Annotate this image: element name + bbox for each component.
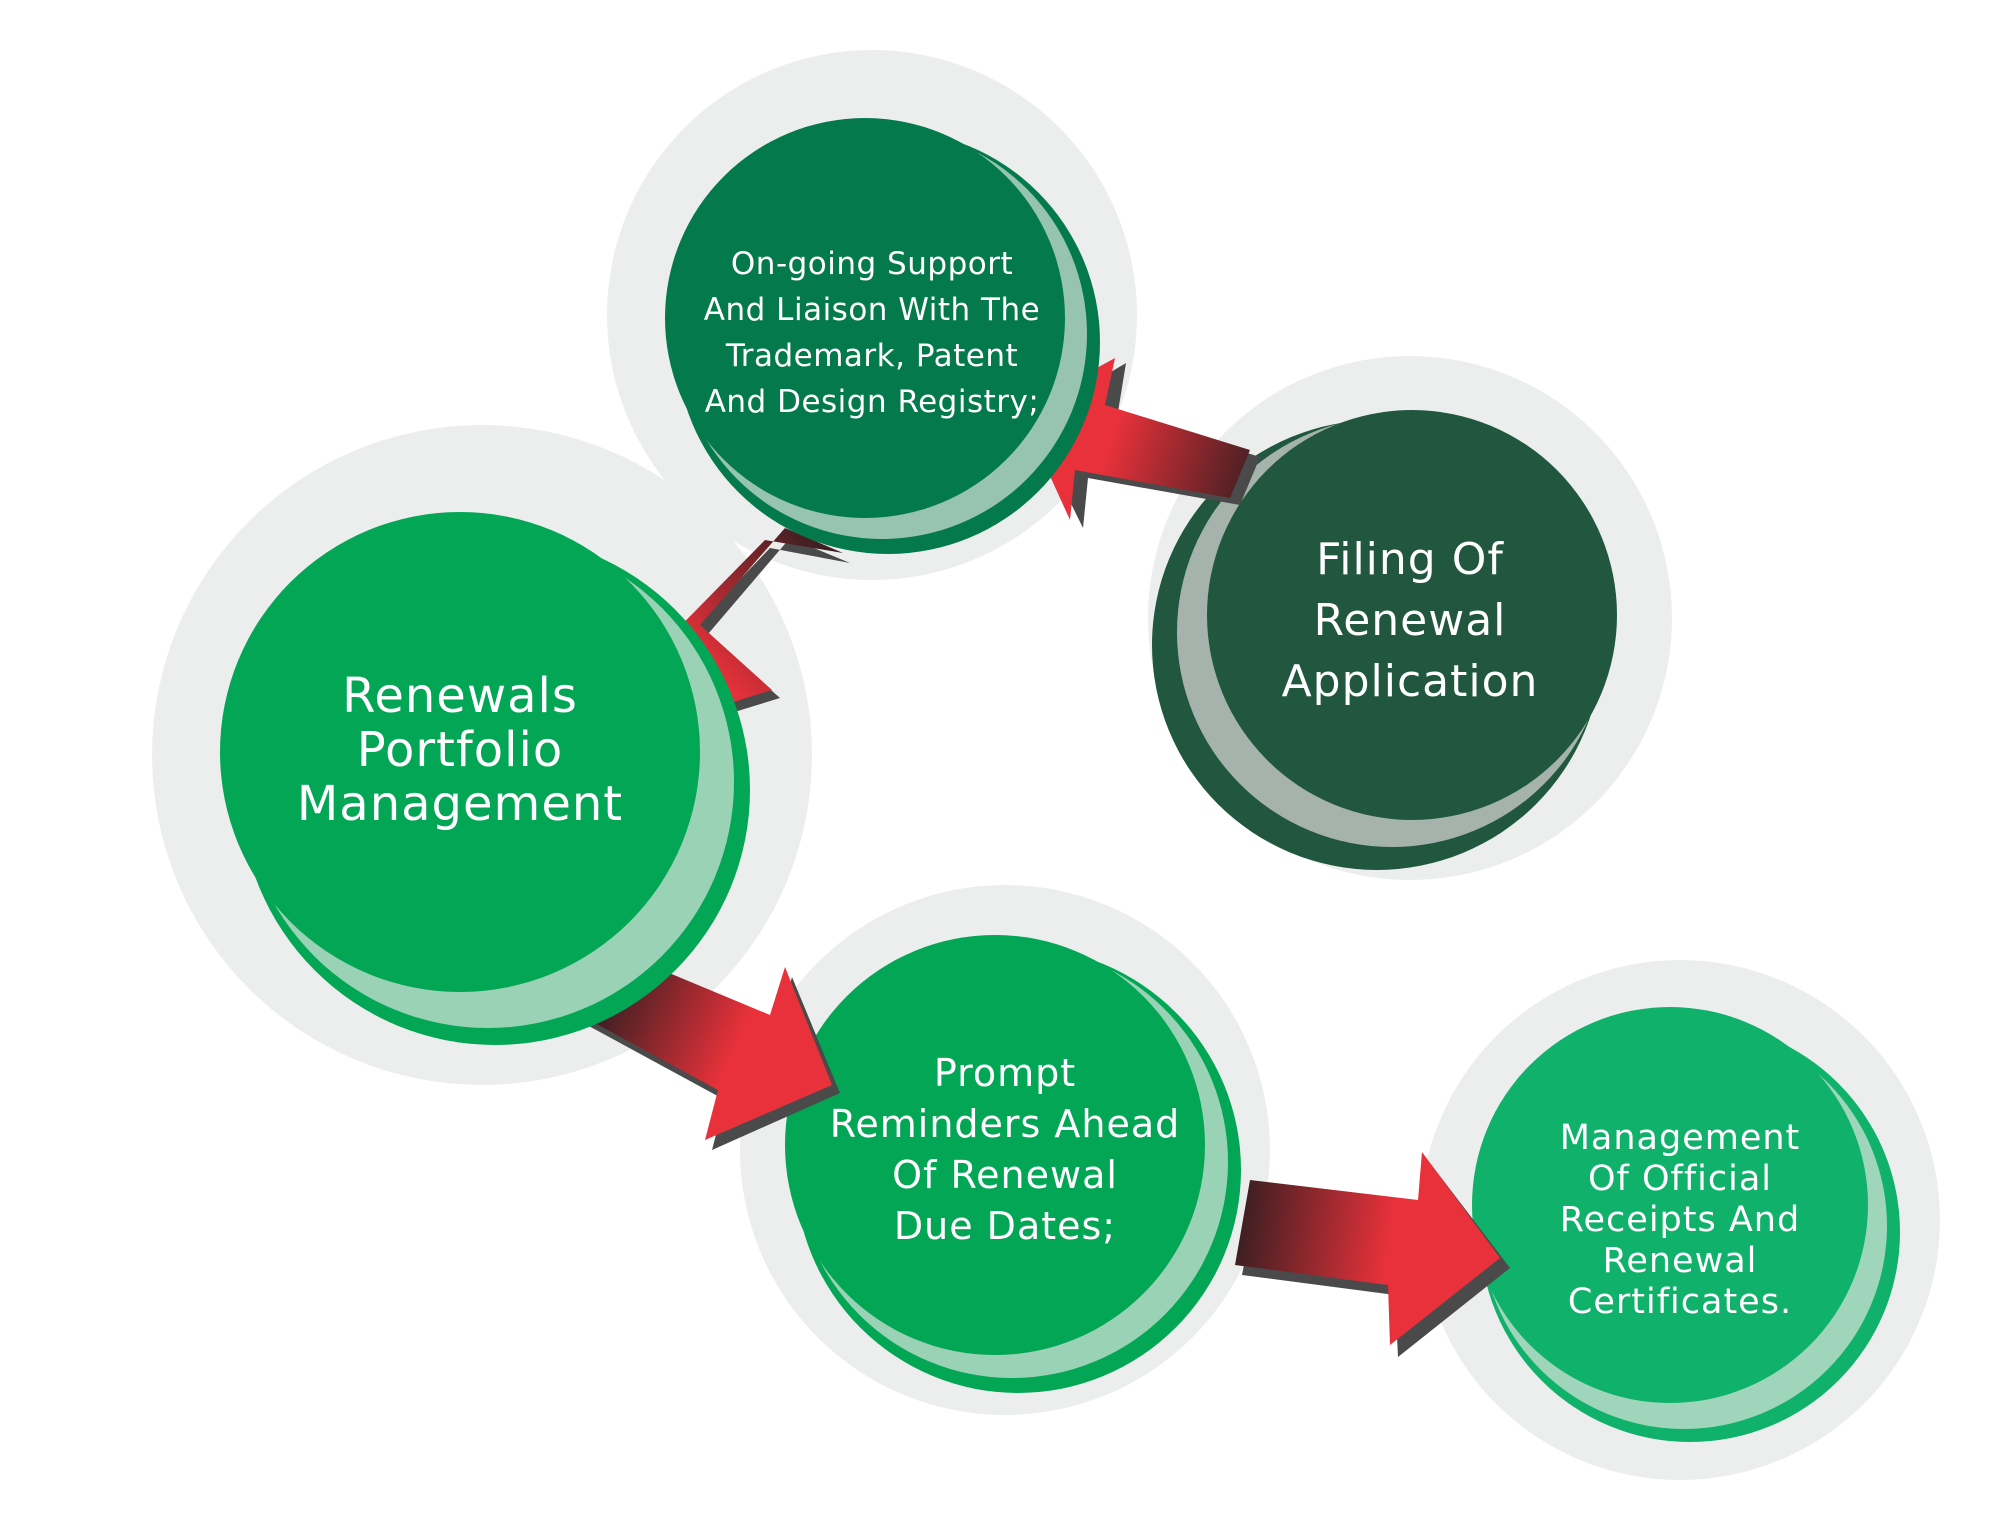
node-face-filing-renewal: [1207, 410, 1617, 820]
arrow-body: [580, 960, 832, 1140]
node-face-prompt-reminders: [785, 935, 1205, 1355]
node-face-ongoing-support: [665, 118, 1065, 518]
node-prompt-reminders: [785, 935, 1241, 1393]
node-face-renewals-portfolio: [220, 512, 700, 992]
node-renewals-portfolio: [220, 512, 750, 1045]
arrow-prompt-to-receipts: [1235, 1152, 1510, 1357]
node-filing-renewal: [1152, 410, 1617, 870]
node-face-official-receipts: [1472, 1007, 1868, 1403]
arrow-portfolio-to-prompt: [580, 960, 840, 1150]
node-ongoing-support: [665, 118, 1100, 554]
node-official-receipts: [1472, 1007, 1900, 1442]
arrow-body: [1235, 1152, 1500, 1345]
